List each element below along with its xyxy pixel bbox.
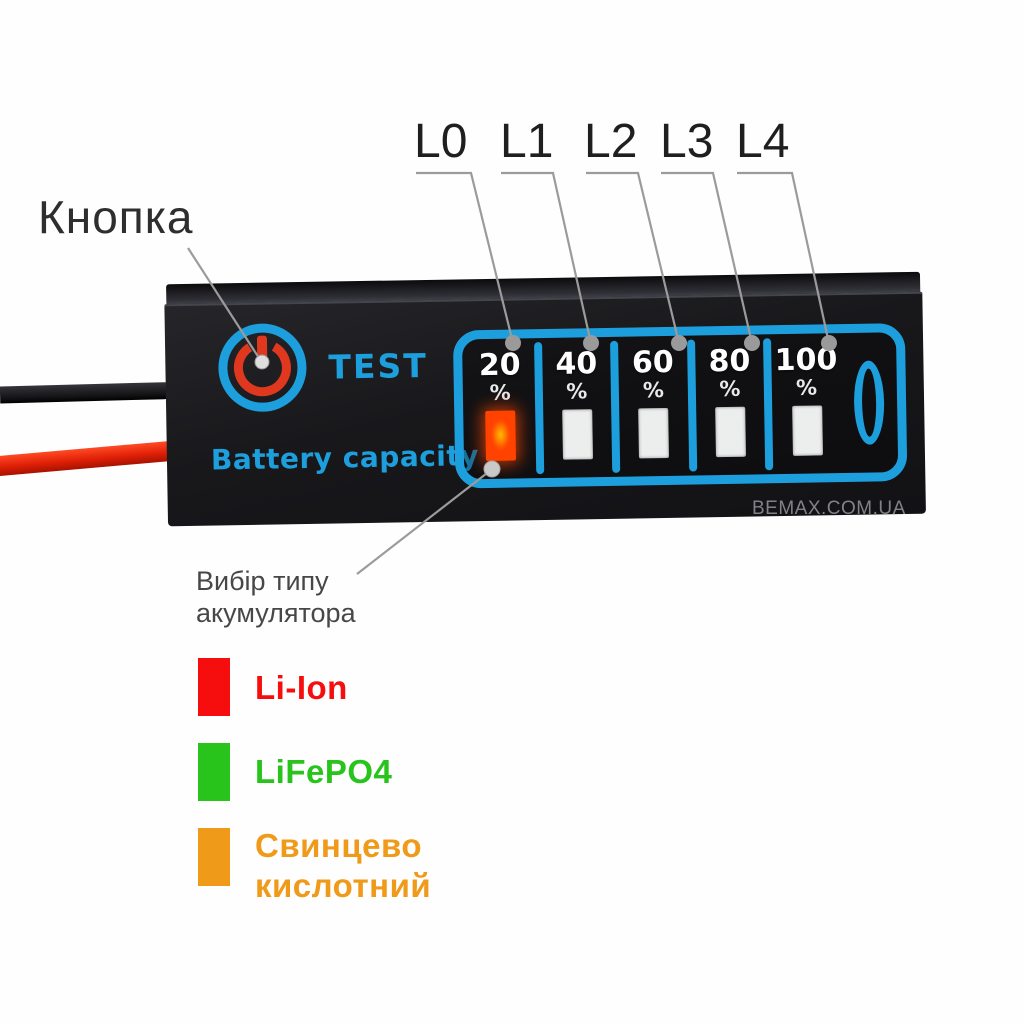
segment-percent: 20 xyxy=(478,347,521,384)
watermark: BEMAX.COM.UA xyxy=(752,498,906,519)
battery-capacity-label: Battery capacity xyxy=(210,439,480,477)
segment-unit: % xyxy=(795,375,818,400)
legend-label-li-ion: Li-Ion xyxy=(255,669,348,706)
led-window-20-on xyxy=(485,410,517,461)
led-window-80 xyxy=(715,406,747,458)
battery-segments: 20 % 40 % 60 % 80 xyxy=(462,333,842,479)
battery-indicator-module: TEST Battery capacity 20 % 40 % 60 xyxy=(164,271,926,527)
battery-segment-20: 20 % xyxy=(465,341,536,476)
red-wire xyxy=(0,440,183,477)
legend-swatch-lifepo4 xyxy=(198,743,230,801)
annotation-button-label: Кнопка xyxy=(38,191,194,243)
segment-percent: 40 xyxy=(555,346,598,382)
module-front-face: TEST Battery capacity 20 % 40 % 60 xyxy=(164,291,926,527)
battery-capacity-display: 20 % 40 % 60 % 80 xyxy=(452,323,908,489)
segment-percent: 60 xyxy=(631,344,675,381)
legend-swatch-li-ion xyxy=(198,658,230,716)
segment-percent: 80 xyxy=(708,343,751,380)
power-symbol-icon xyxy=(233,335,291,397)
black-wire xyxy=(0,382,173,404)
led-label-l3: L3 xyxy=(660,115,714,168)
test-label: TEST xyxy=(328,345,429,387)
led-label-l2: L2 xyxy=(584,115,638,168)
led-window-60 xyxy=(638,407,670,459)
segment-unit: % xyxy=(566,379,588,404)
test-power-button-icon xyxy=(217,322,308,413)
battery-terminal-icon xyxy=(853,360,885,445)
segment-unit: % xyxy=(642,378,665,403)
led-label-l0: L0 xyxy=(414,115,468,168)
battery-type-note: Вибір типу акумулятора xyxy=(196,566,356,628)
led-window-40 xyxy=(562,409,593,460)
led-label-l1: L1 xyxy=(500,115,554,168)
segment-unit: % xyxy=(719,376,741,402)
battery-segment-60: 60 % xyxy=(618,339,689,474)
segment-percent: 100 xyxy=(774,342,838,379)
battery-segment-80: 80 % xyxy=(695,337,766,472)
legend-label-lifepo4: LiFePO4 xyxy=(255,753,393,790)
battery-segment-40: 40 % xyxy=(542,340,613,475)
segment-unit: % xyxy=(489,380,511,405)
legend-swatch-lead-acid xyxy=(198,828,230,886)
battery-segment-100: 100 % xyxy=(771,336,842,471)
legend-label-lead-acid: Свинцево кислотний xyxy=(255,827,432,905)
led-label-l4: L4 xyxy=(736,115,790,168)
battery-terminal-area xyxy=(840,332,898,473)
led-window-100 xyxy=(791,405,823,456)
